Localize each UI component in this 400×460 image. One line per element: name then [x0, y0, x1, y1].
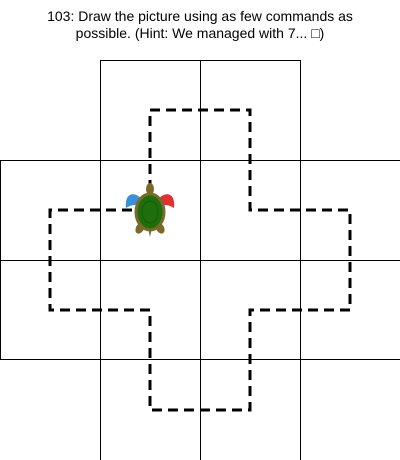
instruction-line-2: possible. (Hint: We managed with 7... □) [75, 25, 325, 41]
turtle-head [146, 183, 154, 195]
turtle-shell-pattern [141, 200, 159, 224]
grid [0, 60, 400, 460]
turtle-icon[interactable] [125, 183, 175, 237]
instruction-line-1: 103: Draw the picture using as few comma… [47, 8, 353, 24]
exercise-instructions: 103: Draw the picture using as few comma… [0, 8, 400, 42]
turtle-shell [134, 192, 166, 232]
target-cross-outline [48, 108, 352, 412]
